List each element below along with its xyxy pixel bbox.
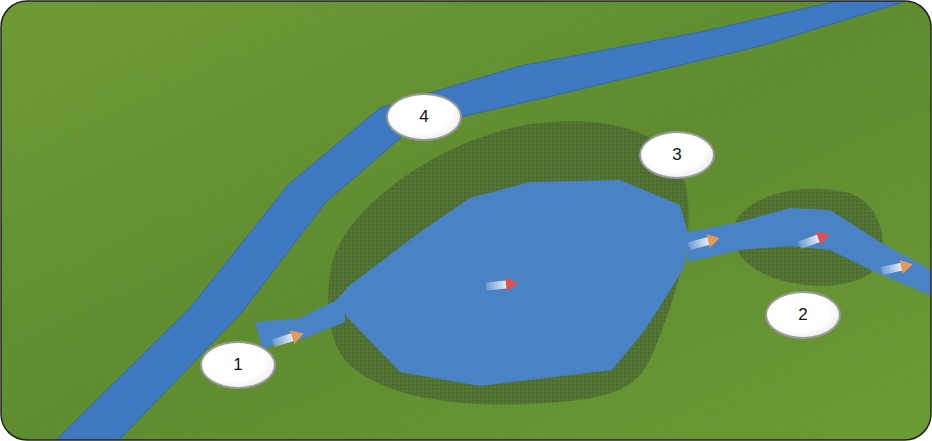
outflow-channel: [255, 296, 345, 348]
flow-arrow: [271, 327, 306, 350]
arrow-head: [505, 276, 518, 291]
flow-arrow: [687, 231, 722, 253]
arrow-head: [900, 257, 915, 273]
arrow-tail: [486, 280, 509, 290]
arrow-head: [706, 231, 721, 248]
inflow-stream: [688, 208, 931, 296]
flow-arrow: [880, 257, 914, 277]
callout-number: 4: [386, 93, 462, 141]
arrow-head: [816, 228, 832, 245]
callout-number: 3: [639, 131, 715, 179]
flow-arrows: [271, 228, 914, 350]
arrow-head: [290, 327, 306, 344]
lake: [336, 180, 690, 386]
arrow-tail: [881, 263, 904, 275]
flow-arrow: [485, 276, 518, 293]
flow-arrow: [797, 228, 832, 252]
callout-number: 1: [200, 341, 276, 389]
callout-number: 2: [765, 291, 841, 339]
